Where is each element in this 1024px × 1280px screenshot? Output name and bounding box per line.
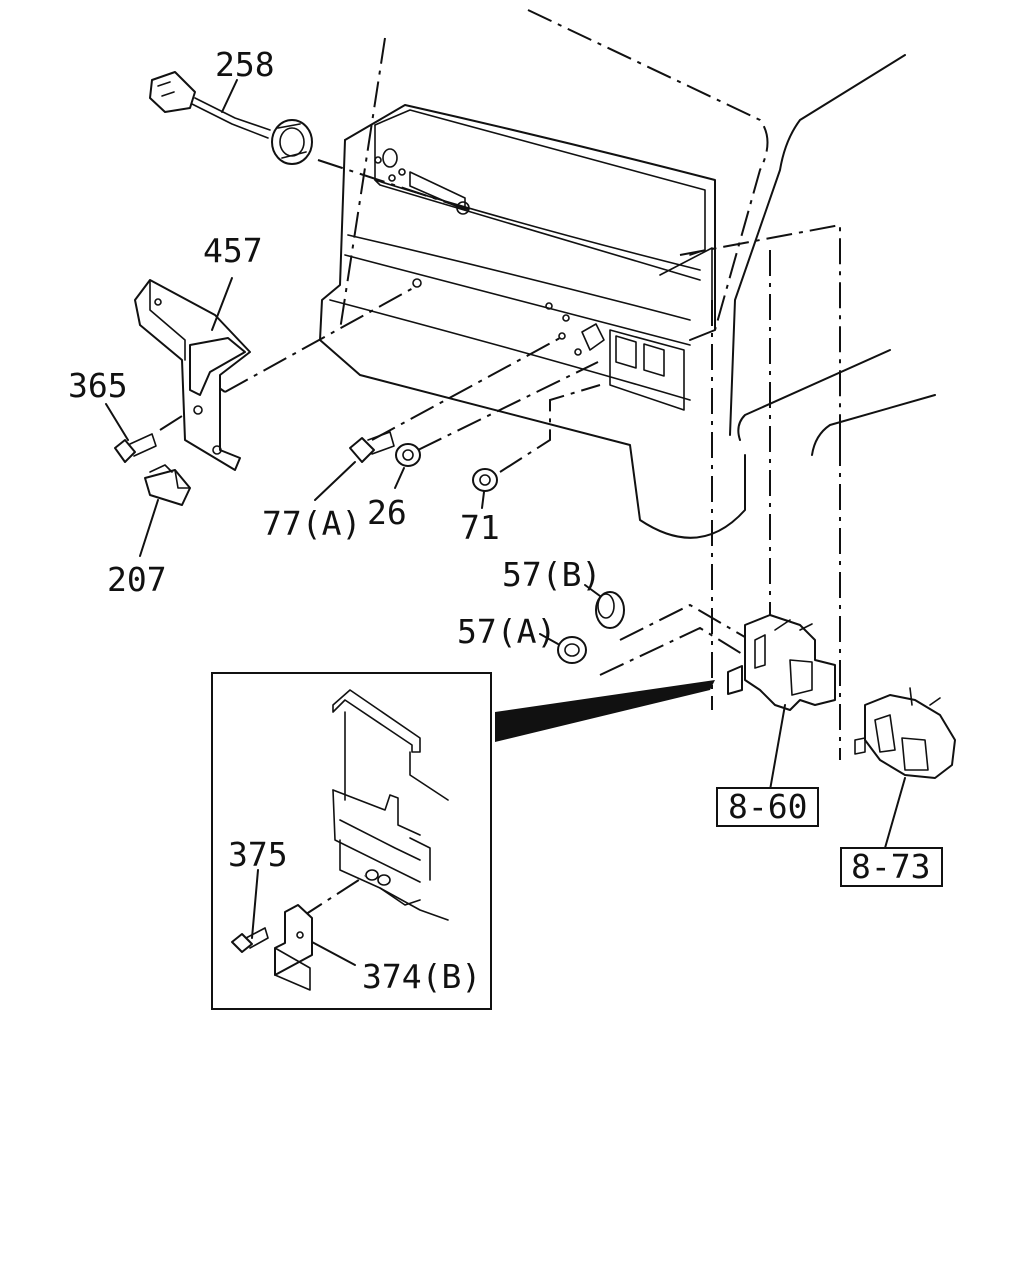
label-258: 258 (215, 45, 275, 84)
label-71: 71 (460, 508, 500, 547)
label-375: 375 (228, 835, 288, 874)
part-207-switch (139, 464, 191, 557)
part-258-harness (149, 71, 313, 165)
ref-box-860 (716, 787, 819, 827)
label-457: 457 (203, 231, 263, 270)
part-77a-bolt (314, 431, 395, 501)
label-26: 26 (367, 493, 407, 532)
part-57b-grommet (584, 584, 625, 629)
part-365-bolt (105, 403, 157, 463)
part-873-lamp (854, 687, 956, 849)
label-ref-873: 8-73 (851, 847, 930, 886)
detail-inset (211, 672, 492, 1010)
label-77a: 77(A) (262, 504, 361, 543)
label-57a: 57(A) (457, 612, 556, 651)
part-57a-grommet (539, 633, 587, 664)
cab-body (319, 9, 936, 760)
label-207: 207 (107, 560, 167, 599)
label-374b: 374(B) (362, 957, 481, 996)
label-ref-860: 8-60 (728, 787, 807, 826)
part-457-bracket (134, 277, 251, 471)
part-26-nut (394, 443, 421, 489)
detail-arrow (495, 680, 715, 742)
part-71-nut (472, 468, 498, 509)
part-860-housing (727, 614, 836, 791)
label-57b: 57(B) (502, 555, 601, 594)
label-365: 365 (68, 366, 128, 405)
ref-box-873 (840, 847, 943, 887)
